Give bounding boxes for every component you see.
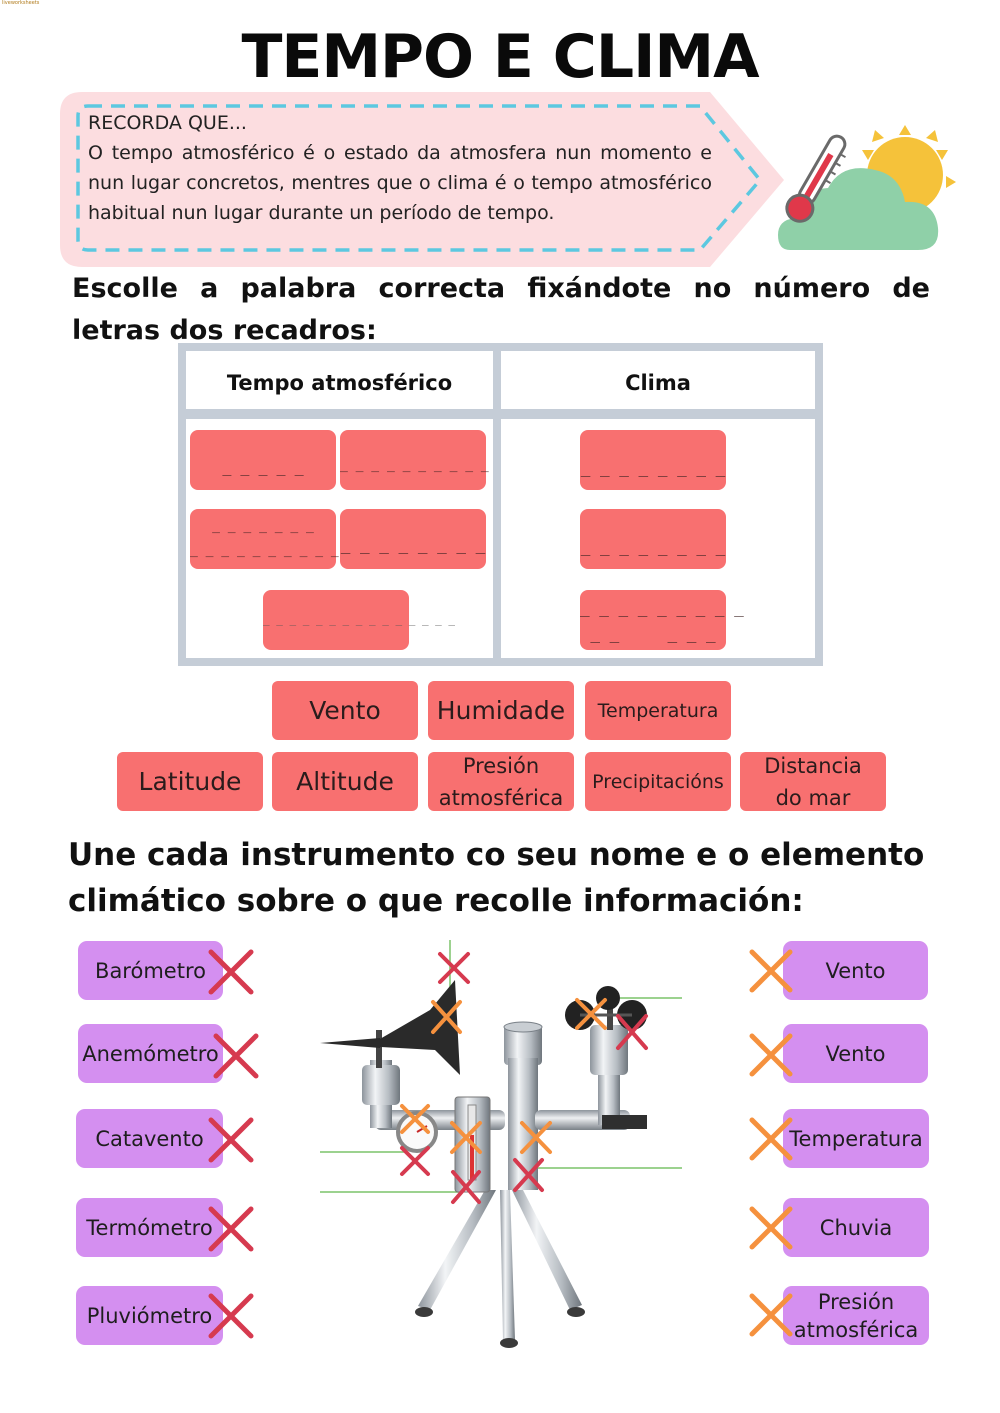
element-label-chuvia[interactable]: Chuvia bbox=[783, 1198, 929, 1257]
recorda-box: RECORDA QUE... O tempo atmosférico é o e… bbox=[60, 92, 790, 267]
drop-slot-tempo-4[interactable]: _ _ _ _ _ _ _ _ bbox=[340, 509, 486, 569]
page-title: TEMPO E CLIMA bbox=[241, 22, 759, 92]
instrument-label-anemometro[interactable]: Anemómetro bbox=[78, 1024, 223, 1083]
word-chip-distancia-do-mar[interactable]: Distancia do mar bbox=[740, 752, 886, 811]
slot-dashes-line2: _ _ _ _ _ bbox=[590, 624, 716, 643]
connector-lines bbox=[320, 940, 682, 1193]
word-chip-precipitacions[interactable]: Precipitacións bbox=[585, 752, 731, 811]
thermometer-icon bbox=[785, 134, 847, 223]
instrument-label-termometro[interactable]: Termómetro bbox=[76, 1198, 223, 1257]
word-chip-altitude[interactable]: Altitude bbox=[272, 752, 418, 811]
close-icon bbox=[749, 1033, 793, 1077]
drop-slot-tempo-2[interactable]: _ _ _ _ _ _ _ _ _ _ bbox=[340, 430, 489, 490]
brand-mark: liveworksheets bbox=[2, 0, 40, 6]
slot-dashes: _ _ _ _ _ _ _ bbox=[212, 519, 314, 534]
slot-dashes: _ _ _ _ _ _ _ _ _ _ _ _ _ _ _ bbox=[263, 613, 456, 626]
element-label-temperatura[interactable]: Temperatura bbox=[783, 1109, 929, 1168]
slot-dashes: _ _ _ _ _ _ _ _ _ bbox=[580, 598, 744, 617]
question-2: Une cada instrumento co seu nome e o ele… bbox=[68, 837, 925, 919]
word-chip-vento[interactable]: Vento bbox=[272, 681, 418, 740]
word-chip-presion-atmosferica[interactable]: Presión atmosférica bbox=[428, 752, 574, 811]
table-header-tempo: Tempo atmosférico bbox=[226, 371, 453, 395]
drop-slot-tempo-3[interactable]: _ _ _ _ _ _ _ _ _ _ _ _ _ _ _ _ _ bbox=[190, 509, 339, 569]
weather-station-illustration bbox=[320, 940, 685, 1350]
instrument-label-catavento[interactable]: Catavento bbox=[76, 1109, 223, 1168]
image-red-x-marks bbox=[400, 952, 648, 1204]
slot-dashes: _ _ _ _ _ _ _ _ bbox=[340, 535, 486, 554]
drop-slot-tempo-5[interactable]: _ _ _ _ _ _ _ _ _ _ _ _ _ _ _ bbox=[263, 590, 456, 650]
close-icon bbox=[208, 1293, 254, 1339]
drop-slot-clima-1[interactable]: _ _ _ _ _ _ _ _ bbox=[580, 430, 726, 490]
close-icon bbox=[213, 1033, 259, 1079]
weather-thermometer-cloud-sun-icon bbox=[770, 120, 960, 260]
element-label-vento-1[interactable]: Vento bbox=[783, 941, 928, 1000]
close-icon bbox=[749, 1293, 793, 1337]
word-chip-temperatura[interactable]: Temperatura bbox=[585, 681, 731, 740]
drop-slot-clima-3[interactable]: _ _ _ _ _ _ _ _ _ _ _ _ _ _ bbox=[580, 590, 744, 650]
close-icon bbox=[208, 1117, 254, 1163]
recorda-body: O tempo atmosférico é o estado da atmosf… bbox=[88, 142, 712, 224]
table-header-clima: Clima bbox=[625, 371, 691, 395]
image-orange-x-marks bbox=[400, 998, 607, 1154]
close-icon bbox=[749, 1117, 793, 1161]
table-column-divider bbox=[493, 351, 501, 658]
drop-slot-clima-2[interactable]: _ _ _ _ _ _ _ _ bbox=[580, 509, 726, 569]
close-icon bbox=[208, 949, 254, 995]
element-label-vento-2[interactable]: Vento bbox=[783, 1024, 928, 1083]
cloud-icon bbox=[778, 168, 939, 250]
element-label-presion-atmosferica[interactable]: Presión atmosférica bbox=[783, 1286, 929, 1345]
recorda-arrow-shape bbox=[60, 92, 784, 267]
word-chip-humidade[interactable]: Humidade bbox=[428, 681, 574, 740]
close-icon bbox=[749, 949, 793, 993]
slot-dashes-line2: _ _ _ _ _ _ _ _ _ _ bbox=[190, 543, 339, 558]
close-icon bbox=[749, 1206, 793, 1250]
instrument-label-barometro[interactable]: Barómetro bbox=[78, 941, 223, 1000]
question-1: Escolle a palabra correcta fixándote no … bbox=[72, 273, 930, 346]
slot-dashes: _ _ _ _ _ _ _ _ _ _ bbox=[340, 458, 489, 473]
word-chip-latitude[interactable]: Latitude bbox=[117, 752, 263, 811]
slot-dashes: _ _ _ _ _ bbox=[222, 458, 304, 476]
tripod-legs bbox=[415, 1190, 585, 1348]
close-icon bbox=[208, 1206, 254, 1252]
slot-dashes: _ _ _ _ _ _ _ _ bbox=[580, 458, 726, 477]
slot-dashes: _ _ _ _ _ _ _ _ bbox=[580, 537, 726, 556]
recorda-text: RECORDA QUE... O tempo atmosférico é o e… bbox=[88, 108, 712, 228]
drop-slot-tempo-1[interactable]: _ _ _ _ _ bbox=[190, 430, 336, 490]
instrument-label-pluviometro[interactable]: Pluviómetro bbox=[76, 1286, 223, 1345]
recorda-heading: RECORDA QUE... bbox=[88, 112, 247, 134]
